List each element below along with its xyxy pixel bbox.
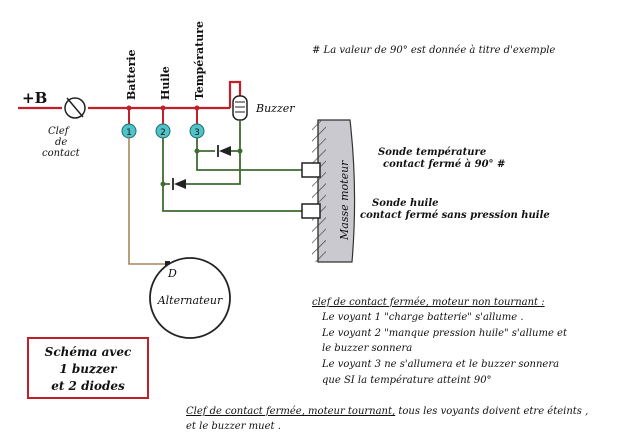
lamp-3-number: 3 bbox=[194, 128, 200, 138]
title-box bbox=[27, 337, 149, 399]
lamp-2-label: Huile bbox=[159, 66, 172, 100]
alternator-terminal-label: D bbox=[167, 267, 177, 280]
notes-running-line1: Clef de contact fermée, moteur tournant,… bbox=[186, 406, 588, 417]
lamp-2-icon: 2 bbox=[155, 123, 171, 139]
buzzer-label: Buzzer bbox=[255, 102, 295, 115]
notes-running-line2: et le buzzer muet . bbox=[186, 421, 281, 432]
supply-label: +B bbox=[22, 89, 47, 107]
lamp-1-label: Batterie bbox=[125, 49, 138, 100]
notes-stopped-line: Le voyant 2 "manque pression huile" s'al… bbox=[321, 328, 568, 339]
temperature-sensor bbox=[301, 162, 321, 178]
key-label-line3: contact bbox=[42, 148, 81, 159]
supply-line bbox=[18, 80, 242, 126]
alternator-icon bbox=[149, 257, 231, 339]
notes-stopped-line: que SI la température atteint 90° bbox=[322, 375, 492, 386]
green-wiring bbox=[162, 132, 302, 212]
title-line1: Schéma avec bbox=[45, 345, 132, 359]
oil-sensor-label-line2: contact fermé sans pression huile bbox=[360, 210, 550, 221]
engine-label: Masse moteur bbox=[338, 160, 351, 241]
lamp-1-number: 1 bbox=[126, 128, 132, 138]
alternator-wire bbox=[128, 138, 166, 265]
temperature-sensor-label-line1: Sonde température bbox=[378, 147, 486, 158]
notes-running-tail: tous les voyants doivent etre éteints , bbox=[395, 406, 588, 417]
notes-running-heading: Clef de contact fermée, moteur tournant, bbox=[186, 406, 395, 417]
alternator-label: Alternateur bbox=[157, 294, 223, 307]
lamp-1-icon: 1 bbox=[121, 123, 137, 139]
temperature-sensor-label-line2: contact fermé à 90° # bbox=[383, 159, 505, 170]
alternator-terminal bbox=[165, 261, 170, 266]
key-switch-icon bbox=[64, 97, 86, 119]
lamp-3-icon: 3 bbox=[189, 123, 205, 139]
lamp-2-number: 2 bbox=[160, 128, 166, 138]
notes-stopped-line: le buzzer sonnera bbox=[322, 343, 412, 354]
diode-2-icon bbox=[172, 178, 186, 190]
notes-stopped-line: Le voyant 1 "charge batterie" s'allume . bbox=[321, 312, 524, 323]
oil-sensor bbox=[301, 203, 321, 219]
title-line3: et 2 diodes bbox=[51, 379, 125, 393]
title-line2: 1 buzzer bbox=[59, 362, 118, 376]
oil-sensor-label-line1: Sonde huile bbox=[372, 198, 439, 209]
junction-dot bbox=[194, 148, 200, 154]
key-label-line2: de bbox=[55, 137, 67, 148]
footnote: # La valeur de 90° est donnée à titre d'… bbox=[312, 45, 555, 56]
notes-stopped-line: Le voyant 3 ne s'allumera et le buzzer s… bbox=[321, 359, 559, 370]
diode-1-icon bbox=[217, 145, 231, 157]
notes-stopped-heading: clef de contact fermée, moteur non tourn… bbox=[312, 297, 545, 308]
key-label-line1: Clef bbox=[48, 126, 71, 137]
junction-dot bbox=[160, 181, 166, 187]
lamp-3-label: Température bbox=[193, 21, 206, 100]
buzzer-icon bbox=[232, 95, 248, 132]
engine-block bbox=[312, 119, 356, 263]
junction-dot bbox=[237, 148, 243, 154]
